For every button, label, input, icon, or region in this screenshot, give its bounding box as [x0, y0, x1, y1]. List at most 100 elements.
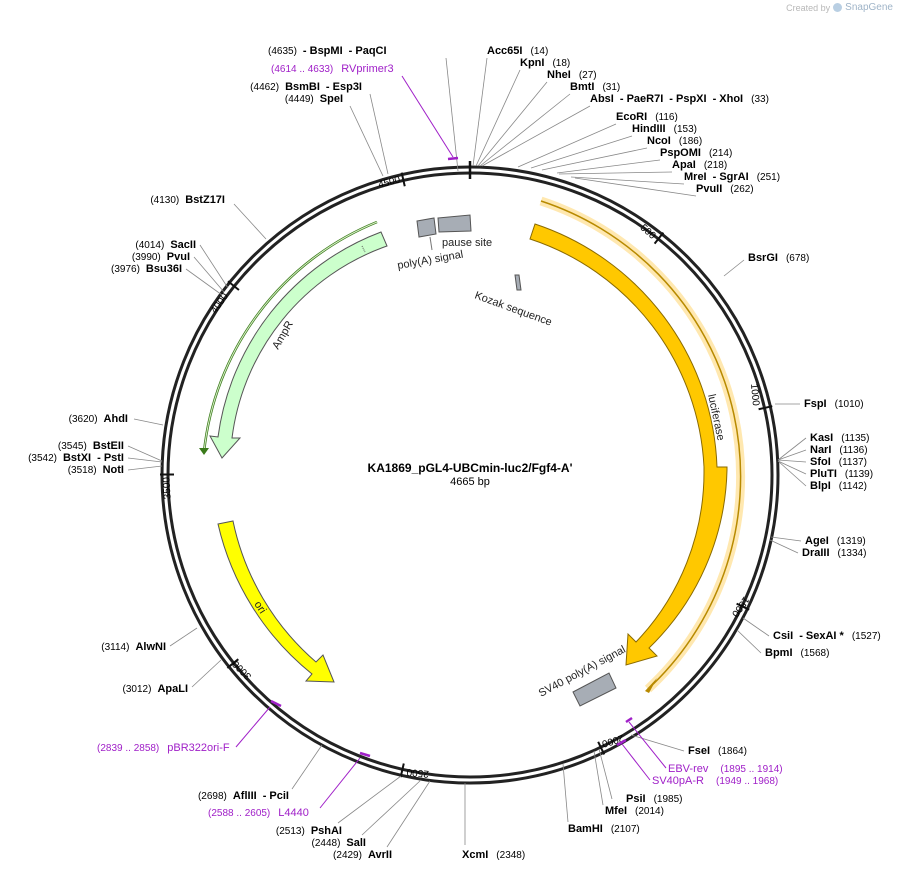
site-psii[interactable]: PsiI(1985): [626, 793, 682, 805]
site-position: (678): [786, 253, 809, 264]
site-position: (251): [757, 172, 780, 183]
site-hindiii[interactable]: HindIII (153): [632, 123, 697, 135]
site-fspi[interactable]: FspI(1010): [804, 398, 864, 410]
primer-name: L4440: [278, 807, 309, 819]
site-bsu36i[interactable]: (3976) Bsu36I: [111, 263, 182, 275]
site-pluti[interactable]: PluTI(1139): [810, 468, 873, 480]
site-bstxi[interactable]: (3542)BstXI- PstI: [28, 452, 124, 464]
site-position: (4449): [285, 94, 314, 105]
site-avrii[interactable]: (2429)AvrII: [333, 849, 392, 861]
site-enzyme-name: HindIII: [632, 123, 666, 135]
ampr-arrow: [209, 231, 388, 459]
site-enzyme-name: Acc65I: [487, 45, 522, 57]
primer-l4440[interactable]: (2588 .. 2605)L4440: [208, 807, 309, 819]
tick-label-2500: 2500: [406, 766, 430, 779]
feature-sv40-polya[interactable]: SV40 poly(A) signal: [537, 644, 628, 707]
site-pvuii[interactable]: PvuII(262): [696, 183, 754, 195]
site-mrei[interactable]: MreI- SgrAI(251): [684, 171, 780, 183]
snapgene-logo-icon: [833, 3, 843, 12]
site-bfuai[interactable]: (4635)- BspMI- PaqCI: [268, 45, 387, 57]
leader-acc65i: [472, 57, 488, 167]
site-ncoi[interactable]: NcoI(186): [647, 135, 702, 147]
site-agei[interactable]: AgeI(1319): [805, 535, 866, 547]
site-afliii[interactable]: (2698)AflIII- PciI: [198, 790, 289, 802]
site-alwni[interactable]: (3114)AlwNI: [101, 641, 166, 653]
primer-mark-rvprimer3: [447, 156, 459, 161]
leader-noti: [127, 465, 163, 471]
site-kpni[interactable]: KpnI(18): [520, 57, 570, 69]
site-acc65i[interactable]: Acc65I(14): [487, 45, 548, 57]
site-mfei[interactable]: MfeI(2014): [605, 805, 664, 817]
site-bsteii[interactable]: (3545) BstEII: [58, 440, 124, 452]
site-position: (3976): [111, 264, 140, 275]
site-kasi[interactable]: KasI(1135): [810, 432, 869, 444]
leader-ecori: [517, 123, 617, 168]
site-absi[interactable]: AbsI- PaeR7I- PspXI- XhoI(33): [590, 93, 769, 105]
site-position: (153): [674, 124, 697, 135]
kozak-label: Kozak sequence: [473, 290, 554, 329]
site-position: (2107): [611, 824, 640, 835]
primer-leader-rvprimer3: [401, 75, 454, 158]
site-apali[interactable]: (3012)ApaLI: [123, 683, 188, 695]
leader-pspomi: [556, 159, 661, 174]
primer-pbr322ori-f[interactable]: (2839 .. 2858)pBR322ori-F: [97, 742, 230, 754]
site-draiii[interactable]: DraIII(1334): [802, 547, 866, 559]
leader-sali: [361, 779, 422, 836]
site-enzyme-name: Bsu36I: [146, 263, 182, 275]
site-pspomi[interactable]: PspOMI(214): [660, 147, 732, 159]
feature-luciferase[interactable]: luciferase: [529, 196, 746, 693]
tick-500: [653, 232, 665, 245]
site-enzyme-name: NarI: [810, 444, 831, 456]
site-position: (4130): [150, 195, 179, 206]
site-position: (2698): [198, 791, 227, 802]
site-ecori[interactable]: EcoRI(116): [616, 111, 678, 123]
site-nari[interactable]: NarI(1136): [810, 444, 868, 456]
feature-ori[interactable]: ori: [217, 520, 335, 683]
site-pshai[interactable]: (2513)PshAI: [276, 825, 342, 837]
primer-name: pBR322ori-F: [167, 742, 230, 754]
site-enzyme-name: BstEII: [93, 440, 124, 452]
site-bstz17i[interactable]: (4130)BstZ17I: [150, 194, 225, 206]
site-noti[interactable]: (3518)NotI: [68, 464, 124, 476]
feature-kozak[interactable]: Kozak sequence: [473, 274, 554, 329]
site-position: (3518): [68, 465, 97, 476]
site-apai[interactable]: ApaI(218): [672, 159, 727, 171]
feature-pause-site[interactable]: pause site: [437, 214, 492, 249]
tick-1000: [758, 405, 773, 411]
primer-rvprimer3[interactable]: (4614 .. 4633)RVprimer3: [271, 63, 394, 75]
primer-leader-l4440: [319, 757, 361, 809]
site-position: (1142): [839, 481, 867, 492]
site-position: (3545): [58, 441, 87, 452]
backbone-outer-ring: [160, 165, 780, 785]
site-enzyme-name: SacII: [170, 239, 196, 251]
site-pvui[interactable]: (3990)PvuI: [132, 251, 190, 263]
site-xcmi[interactable]: XcmI(2348): [462, 849, 525, 861]
site-bsrgi[interactable]: BsrGI(678): [748, 252, 809, 264]
tick-label-2000: 2000: [600, 732, 625, 749]
site-bsmbi[interactable]: (4462)BsmBI- Esp3I: [250, 81, 362, 93]
feature-ampr[interactable]: AmpR: [199, 220, 388, 459]
site-nhei[interactable]: NheI(27): [547, 69, 597, 81]
primer-ebv-rev[interactable]: EBV-rev(1895 .. 1914): [668, 763, 783, 775]
site-bmti[interactable]: BmtI(31): [570, 81, 620, 93]
site-position: (4635): [268, 46, 297, 57]
leader-bamhi: [562, 763, 569, 823]
site-enzyme-name: BlpI: [810, 480, 831, 492]
leader-pshai: [337, 775, 402, 824]
site-sali[interactable]: (2448)SalI: [312, 837, 366, 849]
site-position: (1010): [835, 399, 864, 410]
site-sfoi[interactable]: SfoI(1137): [810, 456, 867, 468]
site-ahdi[interactable]: (3620)AhdI: [69, 413, 128, 425]
site-bamhi[interactable]: BamHI(2107): [568, 823, 640, 835]
primer-range: (4614 .. 4633): [271, 64, 333, 75]
site-spei[interactable]: (4449)SpeI: [285, 93, 343, 105]
site-bpmi[interactable]: BpmI(1568): [765, 647, 829, 659]
site-csii[interactable]: CsiI- SexAI *(1527): [773, 630, 881, 642]
credit-prefix: Created by: [786, 2, 831, 13]
site-fsei[interactable]: FseI(1864): [688, 745, 747, 757]
site-blpi[interactable]: BlpI (1142): [810, 480, 867, 492]
primer-sv40pa-r[interactable]: SV40pA-R(1949 .. 1968): [652, 775, 778, 787]
site-sacii[interactable]: (4014)SacII: [135, 239, 196, 251]
site-enzyme-name: SfoI: [810, 456, 831, 468]
